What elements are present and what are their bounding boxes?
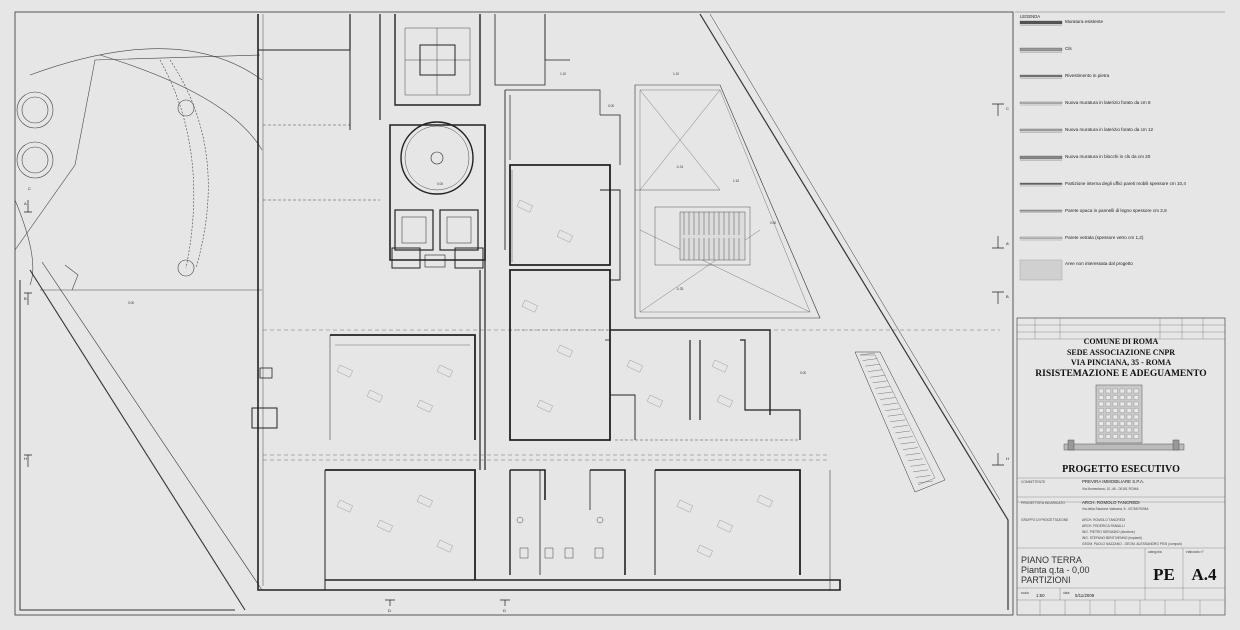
svg-text:0.00: 0.00 [770, 221, 776, 225]
street-edge [634, 13, 1009, 610]
svg-text:PROGETTISTA INCARICATO: PROGETTISTA INCARICATO [1021, 501, 1065, 505]
svg-text:0.00: 0.00 [800, 371, 806, 375]
section-markers [24, 103, 1004, 606]
date-value: 5/11/2009 [1075, 593, 1095, 598]
drawing-frame [14, 11, 1014, 616]
furniture [336, 199, 773, 558]
legend: LEGENDA Muratura esistente Cls Rivestime… [1019, 14, 1186, 281]
svg-text:categoria: categoria [1148, 550, 1162, 554]
svg-text:-0.33: -0.33 [676, 287, 683, 291]
legend-swatch [1019, 47, 1063, 52]
svg-text:0.00: 0.00 [437, 182, 443, 186]
legend-swatch [1019, 236, 1063, 239]
svg-text:ARCH. ROMOLO TANCREDI: ARCH. ROMOLO TANCREDI [1082, 500, 1140, 505]
svg-text:1.10: 1.10 [733, 179, 739, 183]
svg-text:B: B [1006, 294, 1009, 299]
legend-item-2: Rivestimento in pietra [1065, 73, 1110, 78]
level-marks: 1.10 1.10 0.00 0.00 1.10 0.00 0.00 -0.31… [437, 72, 806, 375]
title-block: COMUNE DI ROMA SEDE ASSOCIAZIONE CNPR VI… [1016, 317, 1226, 616]
phase-title: PROGETTO ESECUTIVO [1062, 464, 1180, 475]
stair-treads [683, 212, 740, 260]
drawing-title: PIANO TERRA [1021, 555, 1082, 565]
svg-text:-0.31: -0.31 [676, 165, 683, 169]
svg-text:GRUPPO DI PROGETTAZIONE: GRUPPO DI PROGETTAZIONE [1021, 518, 1069, 522]
svg-text:1.10: 1.10 [673, 72, 679, 76]
svg-text:A': A' [1006, 241, 1010, 246]
level-mark-garden: 0.00 [128, 301, 134, 305]
building-elevation-image [1063, 384, 1185, 451]
svg-text:COMMITTENTE: COMMITTENTE [1021, 480, 1046, 484]
legend-item-7: Parete opaca in pannelli di legno spesso… [1065, 208, 1167, 213]
section-labels: A A' B B H H C C D D [24, 106, 1010, 613]
svg-text:B: B [24, 296, 27, 301]
title-line-4: RISISTEMAZIONE E ADEGUAMENTO [1035, 369, 1206, 379]
legend-item-1: Cls [1065, 46, 1072, 51]
svg-text:C: C [28, 186, 31, 191]
title-line-2: SEDE ASSOCIAZIONE CNPR [1067, 348, 1175, 357]
legend-swatch [1019, 101, 1063, 104]
legend-swatch [1019, 74, 1063, 78]
svg-text:ING. STEFANO BENTIVENNO (impia: ING. STEFANO BENTIVENNO (impianti) [1082, 536, 1142, 540]
svg-text:LEGENDA: LEGENDA [1020, 14, 1040, 19]
legend-swatch [1019, 209, 1063, 212]
building-outline [251, 14, 1000, 591]
legend-item-0: Muratura esistente [1065, 19, 1103, 24]
svg-text:GEOM. PAOLO NAZZANO - GEOM. AL: GEOM. PAOLO NAZZANO - GEOM. ALESSANDRO P… [1082, 542, 1182, 546]
ramp-treads [859, 352, 934, 484]
legend-item-4: Nuova muratura in laterizio forato da cm… [1065, 127, 1154, 132]
legend-swatch [1019, 182, 1063, 185]
sheet-number: A.4 [1191, 565, 1217, 584]
legend-item-3: Nuova muratura in laterizio forato da cm… [1065, 100, 1151, 105]
svg-text:ARCH. FEDERICA PANIALLI: ARCH. FEDERICA PANIALLI [1082, 524, 1125, 528]
legend-item-6: Partizione interna degli uffici pareti m… [1065, 181, 1186, 186]
title-line-3: VIA PINCIANA, 35 - ROMA [1071, 358, 1171, 367]
legend-swatch [1019, 128, 1063, 132]
svg-text:Via della Stazione Vaticana, 5: Via della Stazione Vaticana, 5 - 00765 R… [1082, 507, 1149, 511]
legend-item-8: Parete vetrata (spessore vetro cm 1,2) [1065, 235, 1144, 240]
svg-text:0.00: 0.00 [128, 301, 134, 305]
ramp-right [854, 351, 946, 493]
svg-text:C: C [1006, 106, 1009, 111]
drawing-content: PARTIZIONI [1021, 575, 1071, 585]
garden-area [14, 48, 263, 611]
legend-swatch [1019, 155, 1063, 160]
category-code: PE [1153, 565, 1175, 584]
drawing-subtitle: Pianta q.ta - 0,00 [1021, 565, 1090, 575]
svg-text:ING. PIETRO SERVADIO (struttur: ING. PIETRO SERVADIO (strutture) [1082, 530, 1135, 534]
svg-text:H: H [24, 456, 27, 461]
svg-text:A: A [24, 201, 27, 206]
svg-text:PREVIRA IMMOBILIARE S.P.A.: PREVIRA IMMOBILIARE S.P.A. [1082, 479, 1144, 484]
legend-swatch [1019, 20, 1063, 25]
svg-text:0.00: 0.00 [608, 104, 614, 108]
svg-text:ARCH. ROMOLO TANCREDI: ARCH. ROMOLO TANCREDI [1082, 518, 1125, 522]
svg-text:1.10: 1.10 [560, 72, 566, 76]
svg-text:D: D [388, 608, 391, 613]
legend-item-5: Nuova muratura in blocchi in cls da cm 2… [1065, 154, 1151, 159]
svg-text:D: D [503, 608, 506, 613]
svg-text:elaborato n°: elaborato n° [1186, 550, 1204, 554]
svg-text:Via Nomentana, 10 ,46 - 00161: Via Nomentana, 10 ,46 - 00161 ROMA [1082, 487, 1139, 491]
scale-value: 1:50 [1036, 593, 1045, 598]
title-line-1: COMUNE DI ROMA [1084, 337, 1159, 346]
svg-text:scala: scala [1021, 591, 1029, 595]
svg-text:H: H [1006, 456, 1009, 461]
svg-text:data: data [1063, 591, 1070, 595]
legend-item-9: Aree non interessata dal progetto [1065, 261, 1133, 266]
